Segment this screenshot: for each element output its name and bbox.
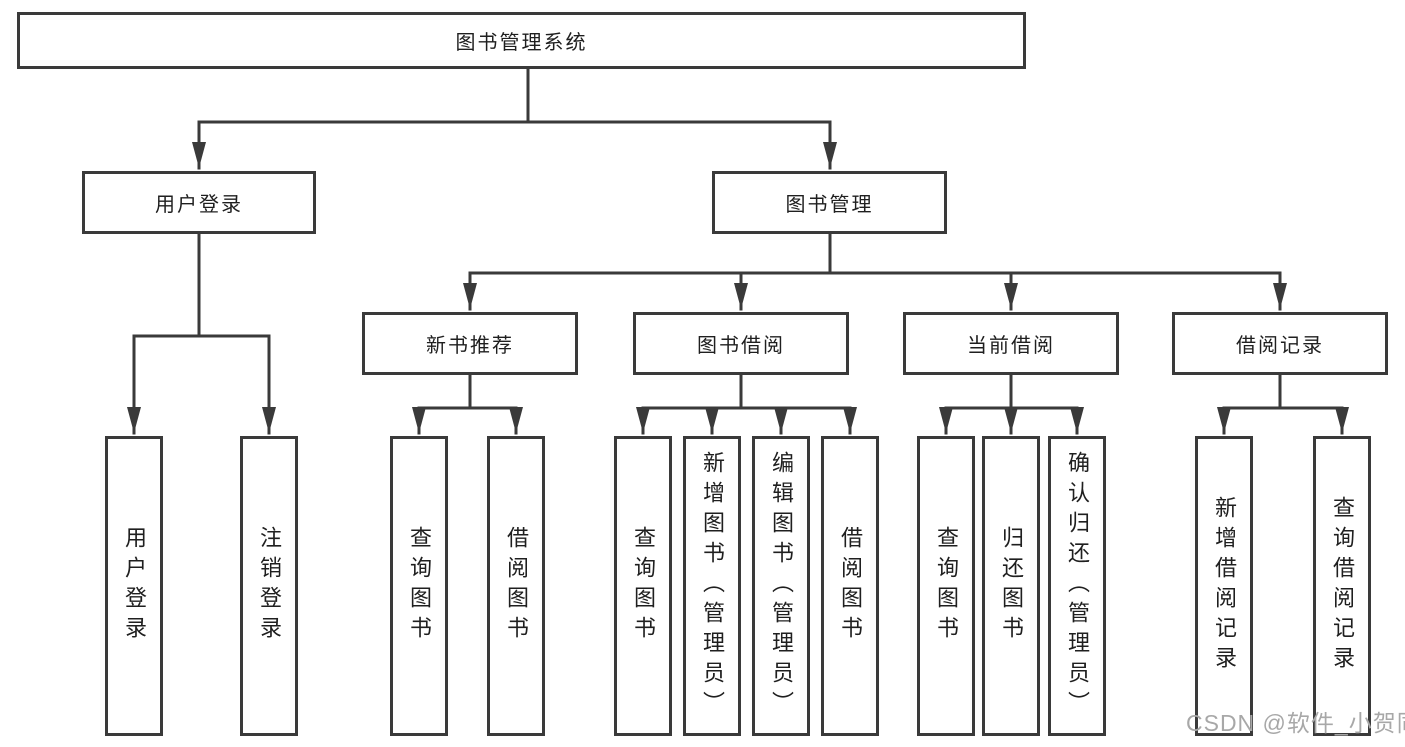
leaf-edit-book-admin-label: 编辑图书（管理员） [769,451,794,721]
branch-user-login: 用户登录 [82,171,316,234]
leaf-query-books-recommend-label: 查询图书 [407,526,432,646]
group-current-borrow: 当前借阅 [903,312,1119,375]
branch-book-management: 图书管理 [712,171,947,234]
leaf-query-books-borrow-label: 查询图书 [631,526,656,646]
leaf-query-books-recommend: 查询图书 [390,436,448,736]
leaf-add-borrow-record-label: 新增借阅记录 [1212,496,1237,676]
leaf-borrow-books-label: 借阅图书 [838,526,863,646]
leaf-add-book-admin-label: 新增图书（管理员） [700,451,725,721]
leaf-query-books-current-label: 查询图书 [934,526,959,646]
group-book-borrow: 图书借阅 [633,312,849,375]
leaf-query-books-borrow: 查询图书 [614,436,672,736]
leaf-borrow-books: 借阅图书 [821,436,879,736]
leaf-query-borrow-record-label: 查询借阅记录 [1330,496,1355,676]
group-borrow-records-label: 借阅记录 [1236,335,1324,357]
csdn-watermark: CSDN @软件_小贺同学 [1186,710,1405,736]
leaf-user-login: 用户登录 [105,436,163,736]
leaf-logout-label: 注销登录 [257,526,282,646]
leaf-logout: 注销登录 [240,436,298,736]
group-borrow-records: 借阅记录 [1172,312,1388,375]
leaf-borrow-books-recommend: 借阅图书 [487,436,545,736]
branch-book-management-label: 图书管理 [785,194,874,216]
leaf-return-book-label: 归还图书 [999,526,1024,646]
leaf-query-books-current: 查询图书 [917,436,975,736]
leaf-edit-book-admin: 编辑图书（管理员） [752,436,810,736]
branch-user-login-label: 用户登录 [155,194,243,216]
node-root-label: 图书管理系统 [455,32,588,54]
group-current-borrow-label: 当前借阅 [967,335,1055,357]
leaf-borrow-books-recommend-label: 借阅图书 [504,526,529,646]
leaf-confirm-return-admin: 确认归还（管理员） [1048,436,1106,736]
group-new-book-recommend: 新书推荐 [362,312,578,375]
leaf-return-book: 归还图书 [982,436,1040,736]
group-book-borrow-label: 图书借阅 [697,335,785,357]
leaf-user-login-label: 用户登录 [122,526,147,646]
leaf-query-borrow-record: 查询借阅记录 [1313,436,1371,736]
node-root: 图书管理系统 [17,12,1026,69]
leaf-confirm-return-admin-label: 确认归还（管理员） [1065,451,1090,721]
leaf-add-borrow-record: 新增借阅记录 [1195,436,1253,736]
group-new-book-recommend-label: 新书推荐 [426,335,514,357]
leaf-add-book-admin: 新增图书（管理员） [683,436,741,736]
